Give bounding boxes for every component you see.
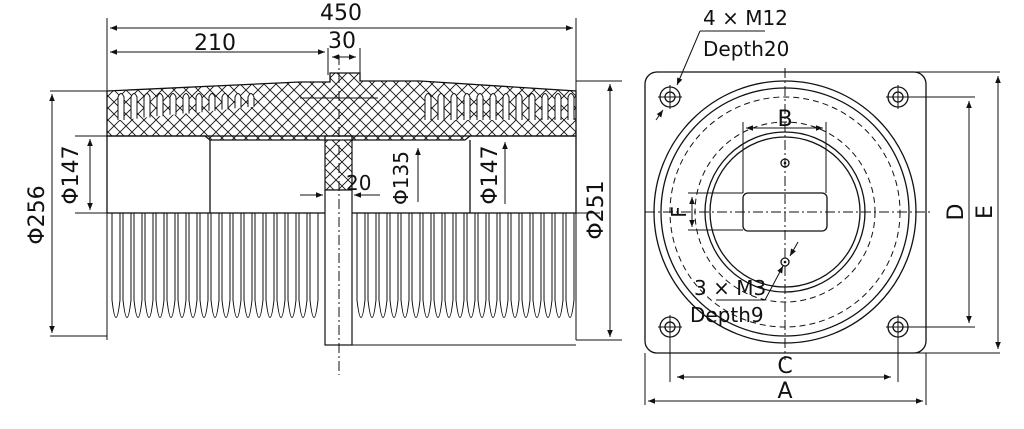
shed-fin: [543, 213, 553, 318]
dim-label-e: E: [973, 205, 998, 219]
dim-right-outer-diameter: Φ251: [584, 180, 609, 239]
dim-boss-width: 30: [328, 29, 356, 54]
shed-fin: [554, 213, 564, 318]
shed-fin: [554, 93, 562, 120]
shed-fin: [476, 93, 484, 120]
shed-fin: [488, 213, 498, 318]
shed-fin: [208, 93, 216, 111]
shed-fin: [221, 213, 231, 318]
shed-fin: [489, 93, 497, 120]
dim-label-a: A: [777, 379, 792, 404]
dim-left-outer-diameter: Φ256: [25, 185, 50, 244]
shed-fin: [455, 213, 465, 318]
shed-fin: [265, 213, 275, 318]
shed-fin: [466, 213, 476, 318]
shed-fin: [247, 93, 255, 107]
shed-fin: [199, 213, 209, 318]
shed-fin: [422, 213, 432, 318]
shed-fin: [424, 93, 432, 120]
shed-fin: [144, 213, 154, 318]
shed-fin: [188, 213, 198, 318]
dim-label-f: F: [667, 206, 691, 218]
shed-fin: [521, 213, 531, 318]
shed-fin: [378, 213, 388, 318]
bolt-note-thread: 4 × M12: [703, 6, 788, 30]
shed-fin: [254, 213, 264, 318]
shed-fin: [169, 93, 177, 115]
shed-fin: [111, 213, 121, 318]
shed-fin: [541, 93, 549, 120]
shed-fin: [510, 213, 520, 318]
shed-fin: [450, 93, 458, 120]
cap-fins: [117, 93, 575, 120]
dim-label-b: B: [777, 107, 792, 132]
shed-fin: [309, 213, 319, 318]
dim-label-d: D: [944, 204, 969, 221]
shed-fin: [276, 213, 286, 318]
shed-fin: [155, 213, 165, 318]
shed-fin: [532, 213, 542, 318]
shed-fin: [433, 213, 443, 318]
shed-fin: [195, 93, 203, 113]
shed-fin: [499, 213, 509, 318]
shed-fin: [463, 93, 471, 120]
lower-sheds: [106, 213, 577, 336]
shed-fin: [156, 93, 164, 117]
shed-fin: [389, 213, 399, 318]
shed-fin: [400, 213, 410, 318]
shed-fin: [367, 213, 377, 318]
shed-fin: [177, 213, 187, 318]
shed-fin: [565, 213, 575, 318]
shed-fin: [210, 213, 220, 318]
dim-left-length: 210: [194, 31, 236, 56]
shed-fin: [437, 93, 445, 120]
shed-fin: [130, 93, 138, 119]
dim-center-diameter: Φ135: [389, 151, 413, 205]
side-view: 450 210 30 Φ256 Φ147 20 Φ135 Φ147 Φ251: [25, 1, 622, 375]
shed-fin: [232, 213, 242, 318]
shed-fin: [567, 93, 575, 120]
shed-fin: [411, 213, 421, 318]
shed-fin: [502, 93, 510, 120]
shed-fin: [182, 93, 190, 114]
dim-overall-length: 450: [320, 1, 362, 26]
shed-fin: [528, 93, 536, 120]
shed-fin: [117, 93, 125, 120]
shed-fin: [515, 93, 523, 120]
shed-fin: [444, 213, 454, 318]
dim-label-c: C: [777, 354, 792, 379]
shed-fin: [234, 93, 242, 109]
shed-fin: [166, 213, 176, 318]
dim-left-inner-diameter: Φ147: [59, 145, 84, 204]
shed-fin: [133, 213, 143, 318]
shed-fin: [243, 213, 253, 318]
shed-fin: [122, 213, 132, 318]
screw-note-thread: 3 × M3: [694, 276, 766, 300]
bolt-note-depth: Depth20: [703, 37, 789, 61]
dim-right-inner-diameter: Φ147: [478, 145, 503, 204]
shed-fin: [143, 93, 151, 118]
dim-rod-width: 20: [346, 171, 371, 195]
end-view: 4 × M12 Depth20 3 × M3 Depth9 B F C A D …: [644, 6, 1001, 405]
shed-fin: [477, 213, 487, 318]
shed-fin: [298, 213, 308, 318]
shed-fin: [287, 213, 297, 318]
screw-note-depth: Depth9: [690, 303, 764, 327]
shed-fin: [356, 213, 366, 318]
shed-fin: [221, 93, 229, 110]
